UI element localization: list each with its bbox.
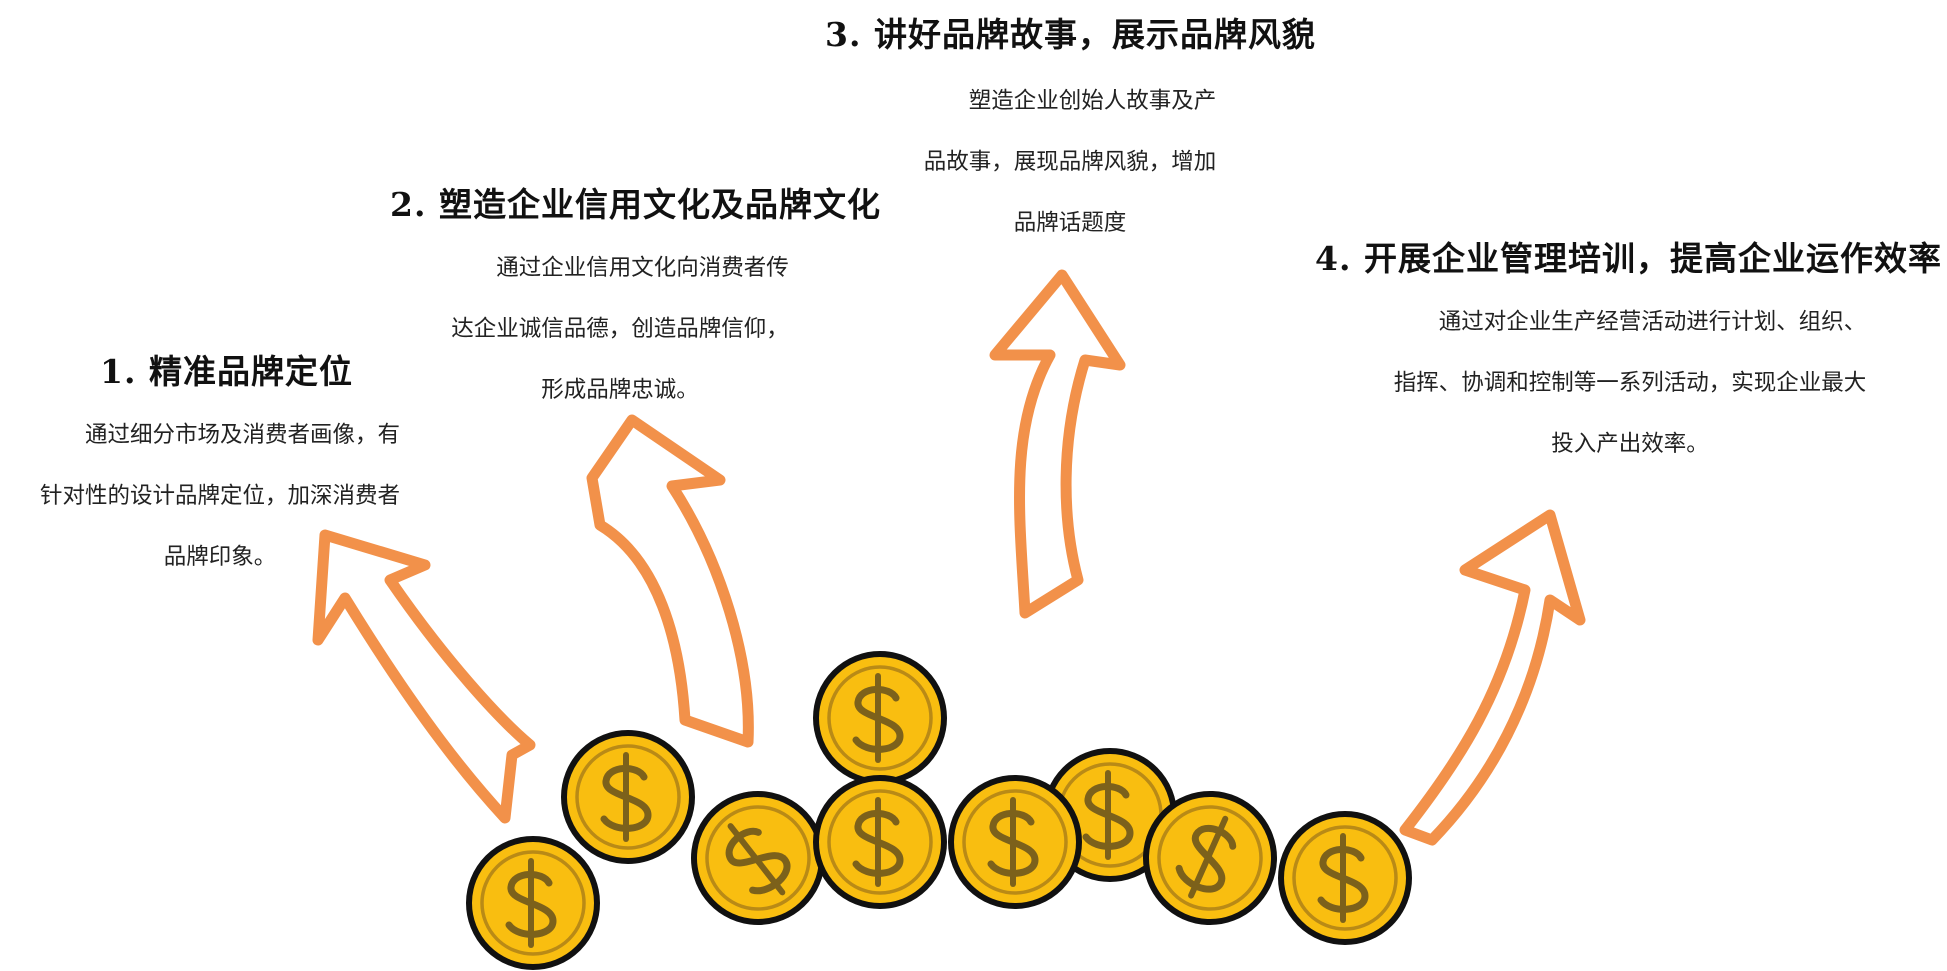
arrow-2-icon <box>586 414 754 748</box>
step-1-description: 通过细分市场及消费者画像，有 针对性的设计品牌定位，加深消费者 品牌印象。 <box>10 405 430 588</box>
step-4-line: 投入产出效率。 <box>1551 431 1709 457</box>
step-2-line: 通过企业信用文化向消费者传 <box>496 255 789 281</box>
dollar-coin-icon <box>1281 814 1409 942</box>
step-3-title: 3. 讲好品牌故事，展示品牌风貌 <box>825 15 1316 54</box>
step-2-description: 通过企业信用文化向消费者传 达企业诚信品德，创造品牌信仰， 形成品牌忠诚。 <box>420 238 820 421</box>
dollar-coin-icon <box>951 778 1079 906</box>
arrow-1-icon <box>312 529 536 824</box>
arrow-3-icon <box>989 269 1126 619</box>
step-3-line: 品故事，展现品牌风貌，增加 <box>923 149 1217 175</box>
dollar-coin-icon <box>469 839 597 967</box>
step-3-description: 塑造企业创始人故事及产 品故事，展现品牌风貌，增加 品牌话题度 <box>885 71 1255 254</box>
step-1-line: 品牌印象。 <box>163 544 277 570</box>
step-2-line: 达企业诚信品德，创造品牌信仰， <box>451 316 789 342</box>
step-2-title: 2. 塑造企业信用文化及品牌文化 <box>390 185 881 224</box>
step-4-line: 通过对企业生产经营活动进行计划、组织、 <box>1438 309 1867 335</box>
step-4-description: 通过对企业生产经营活动进行计划、组织、 指挥、协调和控制等一系列活动，实现企业最… <box>1350 292 1910 475</box>
step-1-title: 1. 精准品牌定位 <box>100 352 353 391</box>
dollar-coin-icon <box>816 654 944 782</box>
step-3-line: 品牌话题度 <box>1013 210 1127 236</box>
step-1-line: 针对性的设计品牌定位，加深消费者 <box>39 483 400 509</box>
step-2-line: 形成品牌忠诚。 <box>541 377 699 403</box>
arrow-4-icon <box>1399 509 1586 846</box>
step-3-line: 塑造企业创始人故事及产 <box>968 88 1217 114</box>
dollar-coin-icon <box>564 733 692 861</box>
step-4-line: 指挥、协调和控制等一系列活动，实现企业最大 <box>1393 370 1867 396</box>
dollar-coin-icon <box>816 778 944 906</box>
step-1-line: 通过细分市场及消费者画像，有 <box>84 422 400 448</box>
step-4-title: 4. 开展企业管理培训，提高企业运作效率 <box>1315 239 1942 278</box>
